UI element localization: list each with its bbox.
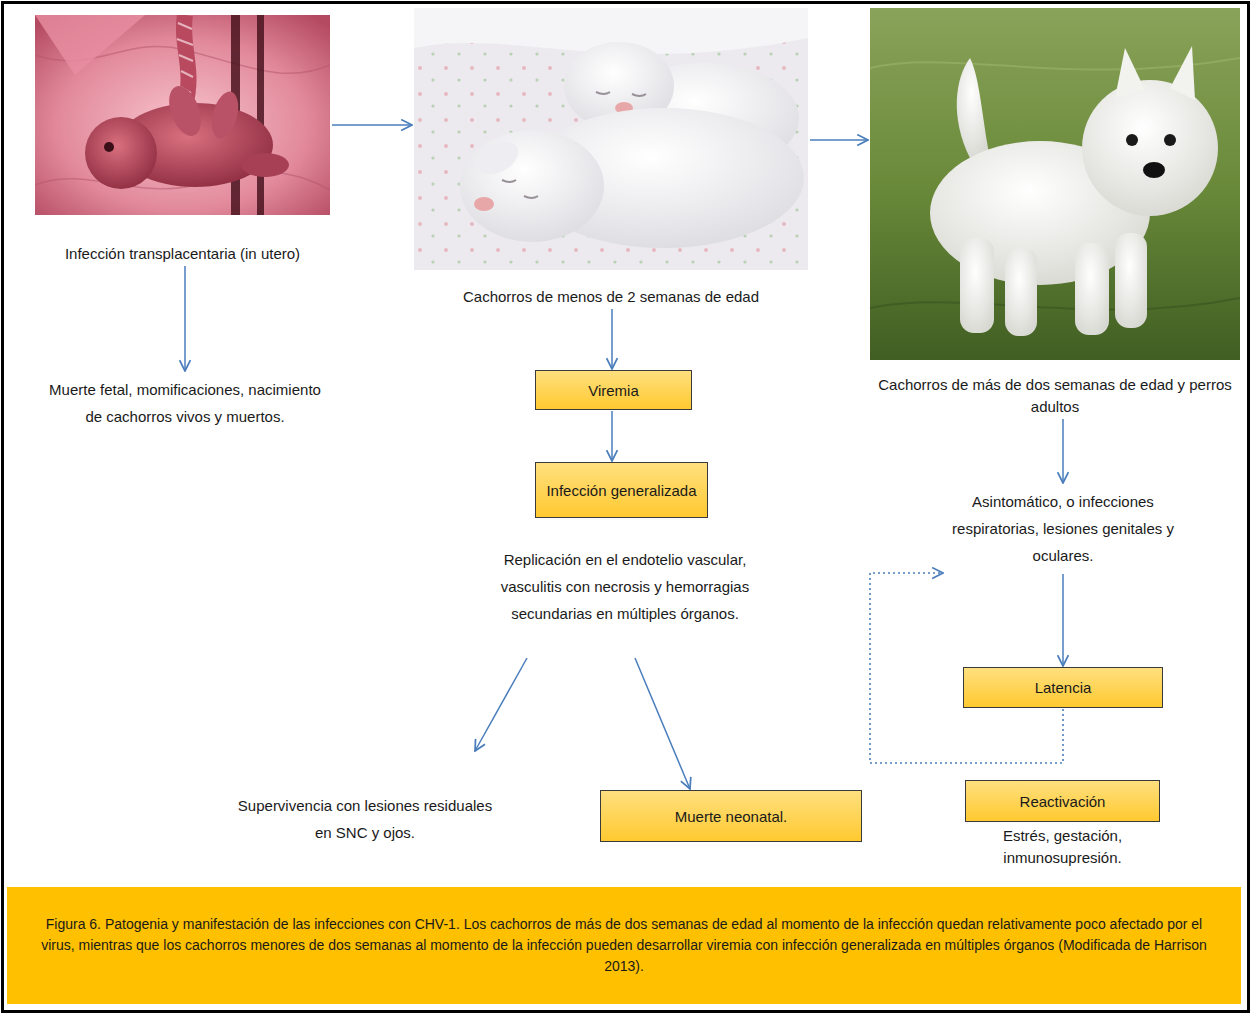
note-text: Estrés, gestación, inmunosupresión. (955, 825, 1170, 869)
flow-arrow (611, 309, 613, 369)
outcome-text: Muerte fetal, momificaciones, nacimiento… (35, 372, 335, 434)
box-label: Muerte neonatal. (675, 805, 788, 828)
body-text: Supervivencia con lesiones residuales en… (236, 792, 494, 846)
figure-caption: Figura 6. Patogenia y manifestación de l… (29, 914, 1219, 977)
process-box-with-note: ReactivaciónEstrés, gestación, inmunosup… (955, 780, 1170, 869)
photo-caption: Infección transplacentaria (in utero) (63, 243, 303, 265)
outcome-text: Asintomático, o infecciones respiratoria… (945, 484, 1181, 573)
body-text: Muerte fetal, momificaciones, nacimiento… (41, 376, 329, 430)
flow-arrow (810, 139, 868, 141)
outcome-text: Supervivencia con lesiones residuales en… (230, 752, 500, 850)
flow-arrow (332, 124, 412, 126)
body-text: Asintomático, o infecciones respiratoria… (951, 488, 1175, 569)
photo-caption: Cachorros de más de dos semanas de edad … (870, 374, 1240, 418)
flow-arrow (635, 658, 690, 789)
box-label: Infección generalizada (546, 479, 696, 502)
description-text: Replicación en el endotelio vascular, va… (475, 542, 775, 657)
photo-caption: Cachorros de menos de 2 semanas de edad (414, 286, 808, 308)
box-label: Reactivación (1020, 790, 1106, 813)
box-label: Viremia (588, 379, 639, 402)
flow-arrow (1062, 574, 1064, 666)
photo-caption-node: Cachorros de más de dos semanas de edad … (870, 8, 1240, 418)
newborn-puppies-photo (414, 8, 808, 270)
process-box: Muerte neonatal. (600, 790, 862, 842)
adult-dog-photo (870, 8, 1240, 360)
flow-arrow (475, 658, 527, 751)
flow-arrow (184, 266, 186, 371)
caption-band: Figura 6. Patogenia y manifestación de l… (7, 887, 1241, 1004)
flow-arrow (1062, 419, 1064, 483)
box-label: Latencia (1035, 676, 1092, 699)
process-box: Latencia (963, 667, 1163, 708)
process-box: Infección generalizada (535, 462, 708, 518)
process-box-frame: Reactivación (965, 780, 1160, 822)
body-text: Replicación en el endotelio vascular, va… (481, 546, 769, 627)
fetus-photo (35, 15, 330, 215)
flow-arrow (611, 411, 613, 461)
process-box: Viremia (535, 370, 692, 410)
photo-caption-node: Cachorros de menos de 2 semanas de edad (414, 8, 808, 308)
photo-caption-node: Infección transplacentaria (in utero) (35, 15, 330, 265)
